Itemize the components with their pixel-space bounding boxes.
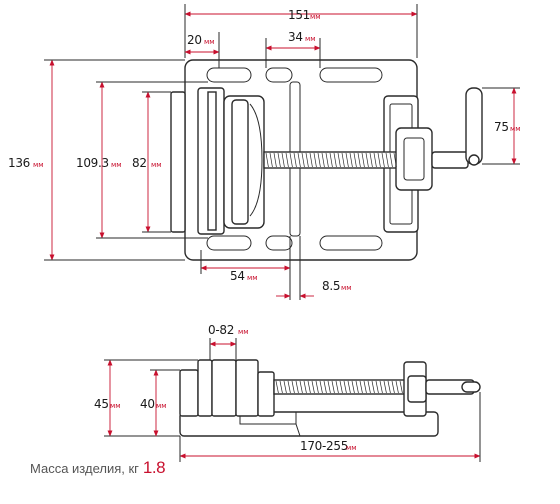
top-view [170, 59, 483, 261]
dim-54-value: 54 [230, 269, 245, 283]
dim-136-unit: мм [33, 161, 44, 169]
fixed-jaw [170, 91, 186, 233]
dim-0-82-value: 0-82 [208, 323, 234, 337]
dim-8.5-unit: мм [341, 284, 352, 292]
screw-threads [265, 152, 403, 394]
dim-109-value: 109.3 [76, 156, 109, 170]
slot [206, 235, 252, 251]
side-view [179, 359, 481, 437]
dimension-151: 151 мм [184, 4, 418, 58]
side-fixed-jaw [179, 369, 199, 417]
dimension-82: 82 мм [132, 91, 171, 233]
dim-54-unit: мм [247, 274, 258, 282]
dimension-170-255: 170-255 мм [179, 392, 481, 462]
slot [265, 67, 293, 83]
side-jaw-body [235, 359, 259, 417]
dim-75-unit: мм [510, 125, 521, 133]
slot [319, 67, 383, 83]
mass-value: 1.8 [142, 458, 166, 477]
side-handle-tip [461, 381, 481, 393]
dim-82-value: 82 [132, 156, 147, 170]
jaw-insert [231, 99, 249, 225]
dim-75-value: 75 [494, 120, 509, 134]
handle-pin [468, 154, 480, 166]
dimension-136: 136 мм [8, 59, 185, 261]
slot [265, 235, 293, 251]
slot [319, 235, 383, 251]
side-jaw-back [257, 371, 275, 417]
dimension-0-82: 0-82 мм [208, 323, 249, 360]
dimension-45: 45 мм [94, 359, 198, 437]
screw-end [431, 151, 469, 169]
dimension-75: 75 мм [482, 87, 521, 165]
dim-151-unit: мм [310, 13, 321, 21]
jaw-edge [249, 103, 263, 217]
slot [206, 67, 252, 83]
dim-151-value: 151 [288, 8, 310, 22]
side-nut [407, 375, 427, 403]
dim-170-255-value: 170-255 [300, 439, 348, 453]
dimension-8.5: 8.5 мм [276, 236, 352, 300]
dim-0-82-unit: мм [238, 328, 249, 336]
nut-face [403, 137, 425, 181]
dim-20-unit: мм [204, 38, 215, 46]
side-base [179, 411, 439, 437]
dim-82-unit: мм [151, 161, 162, 169]
side-jaw-plate [197, 359, 213, 417]
dim-109-unit: мм [111, 161, 122, 169]
dimension-109: 109.3 мм [76, 81, 208, 239]
dim-170-255-unit: мм [346, 444, 357, 452]
handle [465, 87, 483, 165]
dim-34-value: 34 [288, 30, 303, 44]
dim-20-value: 20 [187, 33, 202, 47]
dim-45-value: 45 [94, 397, 109, 411]
dim-45-unit: мм [110, 402, 121, 410]
dim-136-value: 136 [8, 156, 30, 170]
dimension-40: 40 мм [140, 369, 180, 437]
mass-label: Масса изделия, кг [30, 461, 139, 476]
dimension-54: 54 мм [200, 236, 291, 300]
dim-8.5-value: 8.5 [322, 279, 340, 293]
screw-nut [395, 127, 433, 191]
dim-34-unit: мм [305, 35, 316, 43]
side-moving-jaw [211, 359, 237, 417]
dimension-34: 34 мм [265, 30, 321, 68]
jaw-plate [207, 91, 217, 231]
dim-40-unit: мм [156, 402, 167, 410]
dim-40-value: 40 [140, 397, 155, 411]
dimension-20: 20 мм [184, 32, 220, 68]
